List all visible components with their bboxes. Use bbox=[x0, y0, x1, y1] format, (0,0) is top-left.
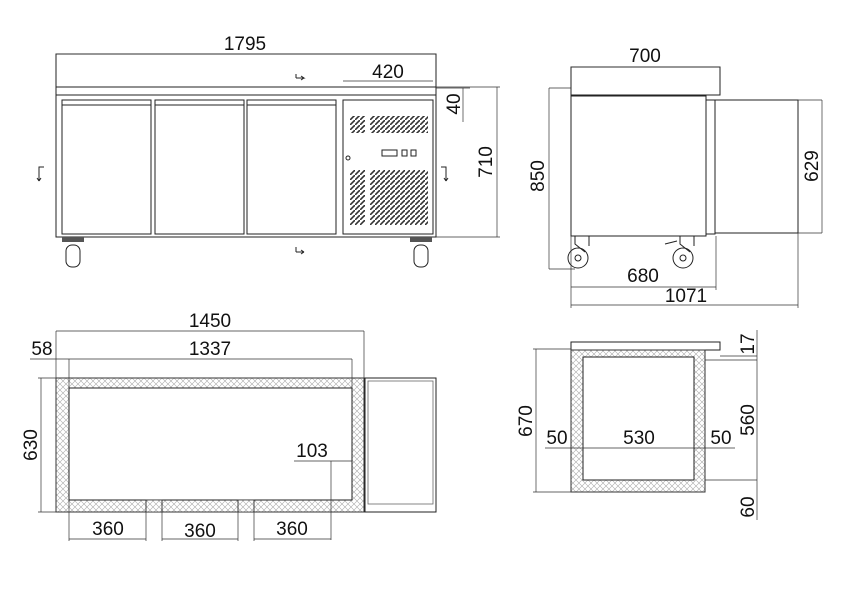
dim-depth: 700 bbox=[629, 46, 661, 67]
mullion bbox=[237, 499, 255, 513]
worktop bbox=[570, 66, 721, 96]
dim-total-height: 850 bbox=[528, 160, 549, 192]
dim-overall-width: 1795 bbox=[224, 34, 266, 55]
mullion bbox=[145, 499, 163, 513]
lock-icon bbox=[345, 155, 351, 161]
vent-grille bbox=[370, 170, 428, 225]
dim-top-thickness: 40 bbox=[444, 93, 465, 114]
dim-wall-right: 50 bbox=[710, 428, 731, 449]
dim-depth: 630 bbox=[21, 429, 42, 461]
door bbox=[154, 99, 245, 235]
vent-grille bbox=[370, 116, 428, 133]
dim-outer-height: 670 bbox=[516, 405, 537, 437]
dim-depth-door-open: 1071 bbox=[665, 286, 707, 307]
worktop bbox=[570, 341, 721, 351]
dim-top-thickness: 17 bbox=[738, 333, 759, 354]
control-button bbox=[401, 149, 408, 157]
casters bbox=[567, 236, 695, 269]
caster-wheel bbox=[413, 244, 429, 268]
caster-wheel bbox=[65, 244, 81, 268]
dim-wall-left: 50 bbox=[546, 428, 567, 449]
insulation bbox=[570, 349, 706, 493]
door bbox=[246, 99, 337, 235]
control-button bbox=[410, 149, 417, 157]
dim-inner-width: 530 bbox=[623, 428, 655, 449]
dim-inner-length: 1337 bbox=[189, 339, 231, 360]
dim-machine-width: 420 bbox=[372, 62, 404, 83]
section-markers bbox=[36, 74, 449, 255]
dim-bottom-thickness: 60 bbox=[738, 496, 759, 517]
dim-door-opening: 360 bbox=[184, 521, 216, 542]
doors bbox=[61, 99, 337, 235]
dim-wall-offset: 58 bbox=[31, 339, 52, 360]
machine-compartment bbox=[342, 99, 434, 235]
dim-outer-length: 1450 bbox=[189, 311, 231, 332]
dim-inner-height: 560 bbox=[738, 404, 759, 436]
open-door bbox=[714, 99, 799, 234]
inner-compartment bbox=[582, 356, 695, 481]
dim-depth-to-door: 680 bbox=[627, 266, 659, 287]
plan-section: 1450 1337 58 630 103 360 360 360 bbox=[21, 311, 437, 542]
casters bbox=[62, 237, 432, 268]
control-display bbox=[381, 149, 398, 157]
vent-grille bbox=[350, 116, 365, 133]
inner-compartment bbox=[68, 387, 353, 501]
cross-section: 670 50 530 50 560 17 60 bbox=[516, 330, 759, 520]
cabinet-body bbox=[55, 86, 437, 238]
dim-height: 710 bbox=[476, 146, 497, 178]
dim-door-opening: 360 bbox=[276, 519, 308, 540]
door-opening-dims: 360 360 360 bbox=[68, 500, 331, 542]
machine-compartment bbox=[364, 377, 437, 513]
side-view: 700 850 629 680 1071 bbox=[528, 46, 823, 308]
door bbox=[61, 99, 152, 235]
dim-door-height: 629 bbox=[802, 150, 823, 182]
dim-door-opening: 360 bbox=[92, 519, 124, 540]
door-edge bbox=[705, 99, 716, 235]
vent-grille bbox=[350, 170, 365, 225]
cabinet-body bbox=[570, 95, 707, 237]
front-view: 1795 420 40 710 bbox=[36, 34, 500, 268]
dim-mullion-offset: 103 bbox=[296, 441, 328, 462]
